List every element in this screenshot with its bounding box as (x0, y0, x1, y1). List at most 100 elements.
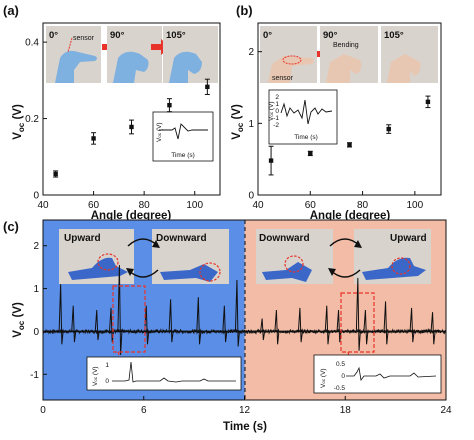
glove-shape (262, 262, 312, 282)
label-upward-right: Upward (390, 233, 427, 244)
panel-a-ylabel: Voc (V) (12, 104, 26, 140)
glove-shape (55, 50, 97, 83)
photo-b-90deg: 90° Bending (320, 26, 378, 83)
y-tick-label: 0 (33, 191, 39, 202)
inset-c-left-ylabel: Voc (V) (92, 366, 99, 386)
panel-c-ylabel: Voc (V) (12, 302, 26, 338)
panel-b-ylabel: Voc (V) (231, 104, 245, 140)
panel-b: (b) 0° sensor 90° Bending 105° (231, 3, 442, 222)
panel-a-photos: 0° sensor 90° 105° (46, 26, 218, 83)
inset-c-left-ytick: 1 (105, 362, 109, 369)
photo-a-sensor-label: sensor (73, 35, 95, 42)
panel-a: (a) 0° sensor 90° 105° (3, 3, 221, 222)
x-tick-label: 80 (357, 200, 369, 211)
x-tick-label: 100 (186, 200, 203, 211)
signal-spike (324, 305, 330, 345)
signal-spike (71, 305, 77, 343)
photo-a-90deg: 90° (107, 26, 162, 83)
signal-spike (234, 279, 240, 347)
data-point (268, 158, 274, 163)
arrowhead-icon (354, 240, 362, 248)
photo-a-0deg: 0° sensor (46, 26, 101, 83)
y-tick-label: 2 (248, 47, 254, 58)
panel-a-label: (a) (3, 3, 19, 18)
photo-b-0deg: 0° sensor (260, 26, 317, 83)
photo-a-90deg-label: 90° (110, 30, 125, 41)
data-point (347, 142, 352, 148)
panel-a-xlabel: Angle (degree) (91, 210, 172, 222)
x-tick-label: 18 (340, 405, 352, 416)
inset-signal (159, 123, 208, 140)
photo-a-105deg-label: 105° (166, 30, 186, 41)
panel-b-xlabel: Angle (degree) (310, 210, 391, 222)
inset-a-ylabel: Voc (V) (156, 122, 163, 142)
panel-c-right-photos: Downward Upward (256, 229, 431, 284)
hand-shape (326, 54, 362, 83)
zoom-box-right (340, 292, 375, 353)
panel-c: (c) Upward Downward Downward (3, 219, 452, 433)
zoom-box-left (112, 285, 146, 353)
arrowhead-icon (328, 268, 336, 276)
panel-c-signal (42, 264, 447, 356)
inset-b-ytick: -1 (273, 115, 279, 122)
glove-shape (169, 51, 202, 83)
label-downward-right: Downward (259, 233, 310, 244)
glove-shape (362, 257, 426, 280)
panel-a-inset: Time (s) Voc (V) (152, 111, 214, 162)
inset-b-ytick: -2 (273, 122, 279, 129)
y-tick-label: 2 (33, 241, 39, 252)
inset-b-ylabel: Voc (V) (268, 101, 275, 121)
x-tick-label: 24 (440, 405, 452, 416)
inset-c-right-ylabel: Voc (V) (320, 368, 327, 388)
inset-c-left-ytick: 0 (105, 378, 109, 385)
inset-b-ytick: 2 (275, 94, 279, 101)
panel-c-left-photos: Upward Downward (59, 229, 229, 284)
y-tick-label: 0 (33, 327, 39, 338)
plot-b-data (268, 95, 431, 176)
sensor-circle (97, 253, 119, 271)
x-tick-label: 0 (40, 405, 46, 416)
y-tick-label: 0 (248, 191, 254, 202)
y-tick-label: 0.2 (25, 114, 39, 125)
inset-c-right-ytick: 0.5 (336, 361, 345, 368)
signal-spike (94, 309, 100, 341)
signal-spike (336, 309, 342, 343)
inset-b-xlabel: Time (s) (294, 134, 318, 141)
data-point (386, 126, 391, 132)
inset-signal (280, 99, 333, 125)
signal-spike (430, 312, 436, 345)
arrowhead-icon (126, 268, 134, 276)
panel-b-frame (257, 22, 442, 196)
signal-spike (409, 307, 415, 343)
y-tick-label: 1 (248, 119, 254, 130)
data-point (425, 99, 431, 105)
panel-c-xlabel: Time (s) (223, 421, 267, 433)
y-tick-label: 1 (33, 284, 39, 295)
signal-baseline (42, 328, 447, 335)
sensor-circle (282, 55, 302, 65)
panel-b-label: (b) (236, 3, 253, 18)
inset-signal (112, 361, 236, 383)
signal-spike (117, 264, 123, 356)
signal-spike (168, 299, 174, 343)
sensor-circle (199, 262, 221, 282)
zoom-pointer (117, 351, 125, 369)
label-upward-left: Upward (64, 233, 101, 244)
sensor-pointer (67, 37, 73, 53)
x-tick-label: 80 (139, 200, 151, 211)
panel-c-inset-left: 1 0 Voc (V) (86, 356, 242, 391)
inset-c-right-ytick: -0.5 (334, 385, 346, 392)
data-point (167, 102, 172, 108)
x-tick-label: 60 (305, 200, 317, 211)
photo-b-0deg-label: 0° (263, 30, 272, 41)
sensor-circle (284, 255, 304, 273)
x-tick-label: 100 (407, 200, 424, 211)
glove-shape (160, 264, 218, 282)
data-point (308, 151, 313, 156)
hand-shape (268, 56, 314, 83)
glove-shape (68, 257, 128, 280)
hand-shape (387, 54, 421, 83)
x-tick-label: 60 (88, 200, 100, 211)
